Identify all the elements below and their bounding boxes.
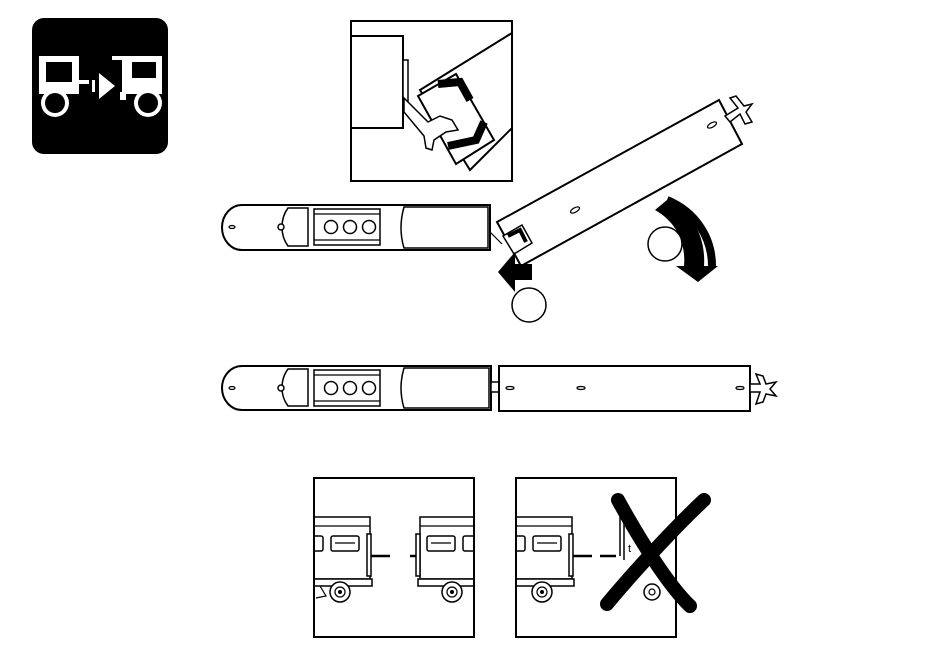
correct-coupling-panel [300,478,490,637]
locomotive-coupled [222,366,491,410]
coupling-detail-inset [351,21,520,181]
coupler-joint [491,382,499,392]
passenger-car-tilted [490,96,752,266]
incorrect-coupling-panel: t [502,478,704,637]
locomotive-top [222,205,490,250]
step-marker-1 [512,288,546,322]
coupling-icon [32,18,168,154]
step-marker-2 [648,227,682,261]
partial-label: t [628,543,631,555]
passenger-car-coupled [499,366,776,411]
